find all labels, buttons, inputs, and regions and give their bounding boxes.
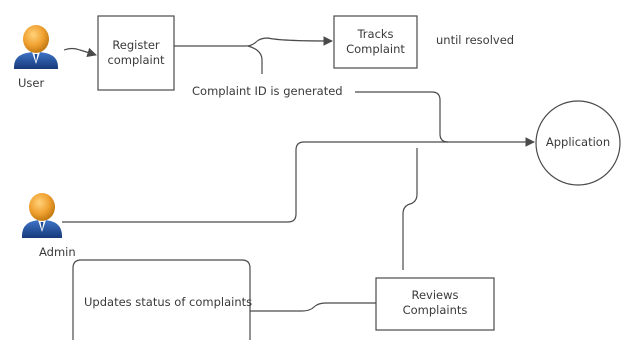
complaint-id-branch-connector [247, 45, 263, 74]
register-to-tracks-connector [174, 36, 333, 47]
tracks-complaint-line-2: Complaint [346, 42, 405, 56]
user-to-register-connector [63, 47, 97, 58]
updates-status-box [72, 259, 251, 340]
admin-label: Admin [39, 245, 76, 259]
reviews-to-updates-connector [250, 302, 376, 312]
complaint-id-note: Complaint ID is generated [192, 84, 343, 98]
admin-to-application-connector [62, 141, 448, 223]
register-complaint-box [97, 15, 175, 91]
tracks-complaint-label: Tracks Complaint [334, 27, 417, 57]
register-complaint-line-2: complaint [107, 53, 165, 67]
application-label: Application [545, 135, 611, 149]
complaint-id-to-application-connector [355, 91, 535, 147]
reviews-to-application-connector [402, 148, 418, 270]
admin-actor-icon [22, 193, 62, 238]
reviews-complaints-box [375, 277, 495, 331]
user-actor-icon [14, 25, 58, 69]
reviews-complaints-line-1: Reviews [411, 288, 459, 302]
tracks-complaint-line-1: Tracks [357, 27, 394, 41]
tracks-complaint-box [333, 15, 418, 69]
reviews-complaints-line-2: Complaints [402, 303, 468, 317]
register-complaint-line-1: Register [112, 38, 160, 52]
application-circle [535, 100, 621, 186]
reviews-complaints-label: Reviews Complaints [376, 288, 494, 318]
updates-status-label: Updates status of complaints [84, 295, 253, 309]
until-resolved-note: until resolved [436, 33, 515, 47]
register-complaint-label: Register complaint [98, 38, 174, 68]
user-label: User [18, 76, 45, 90]
